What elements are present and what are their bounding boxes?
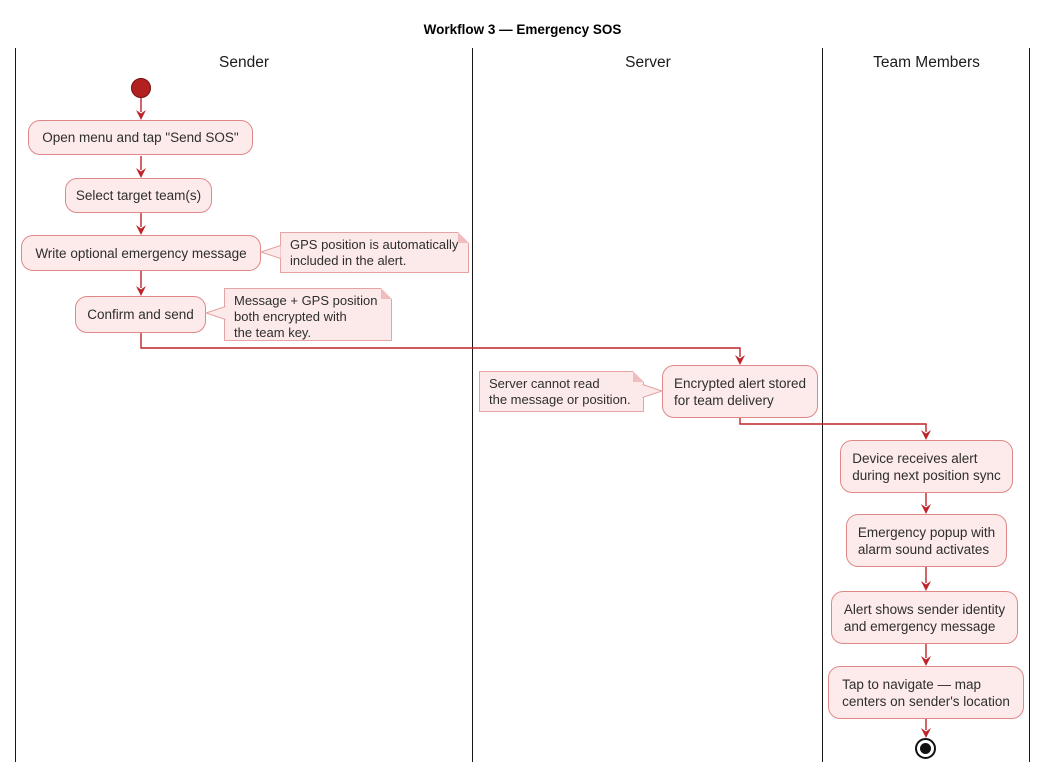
note-fold-icon	[458, 232, 469, 243]
lane-divider	[15, 48, 16, 762]
activity-confirm-send: Confirm and send	[75, 296, 206, 333]
note-line: Server cannot read	[489, 376, 600, 391]
activity-label: alarm sound activates	[857, 541, 990, 557]
activity-select-team: Select target team(s)	[65, 178, 212, 213]
note-encrypted-key: Message + GPS position both encrypted wi…	[224, 288, 392, 341]
activity-emergency-popup: Emergency popup with alarm sound activat…	[846, 514, 1007, 567]
end-node-inner-dot	[920, 743, 931, 754]
activity-label: for team delivery	[673, 392, 774, 408]
note-line: the message or position.	[489, 392, 631, 407]
activity-label: during next position sync	[852, 467, 1001, 483]
activity-label: Alert shows sender identity	[843, 601, 1006, 617]
activity-label: Encrypted alert stored	[673, 375, 807, 391]
lane-header-team-members: Team Members	[873, 54, 980, 71]
lane-header-sender: Sender	[219, 54, 269, 71]
activity-open-menu: Open menu and tap "Send SOS"	[28, 120, 253, 155]
activity-label: Open menu and tap "Send SOS"	[42, 130, 239, 145]
note-pointer	[260, 245, 281, 259]
note-line: both encrypted with	[234, 309, 347, 324]
activity-write-message: Write optional emergency message	[21, 235, 261, 271]
activity-label: Confirm and send	[87, 307, 194, 322]
activity-alert-shows: Alert shows sender identity and emergenc…	[831, 591, 1018, 644]
note-server-blind: Server cannot read the message or positi…	[479, 371, 644, 412]
note-fold-icon	[633, 371, 644, 382]
note-pointer	[642, 384, 663, 398]
start-node	[131, 78, 151, 98]
activity-label: centers on sender's location	[842, 693, 1010, 709]
note-fold-icon	[381, 288, 392, 299]
activity-encrypted-stored: Encrypted alert stored for team delivery	[662, 365, 818, 418]
edge-encrypted-stored-to-device-receives	[739, 418, 931, 440]
note-pointer	[205, 306, 226, 320]
lane-header-server: Server	[625, 54, 671, 71]
note-gps-auto: GPS position is automatically included i…	[280, 232, 469, 273]
activity-label: Device receives alert	[852, 450, 978, 466]
note-line: GPS position is automatically	[290, 237, 459, 252]
lane-divider	[822, 48, 823, 762]
end-node	[915, 738, 936, 759]
lane-divider	[1029, 48, 1030, 762]
activity-label: Emergency popup with	[857, 524, 996, 540]
activity-device-receives: Device receives alert during next positi…	[840, 440, 1013, 493]
activity-tap-navigate: Tap to navigate — map centers on sender'…	[828, 666, 1024, 719]
diagram-title: Workflow 3 — Emergency SOS	[423, 22, 622, 37]
activity-label: Select target team(s)	[75, 188, 202, 203]
note-line: included in the alert.	[290, 253, 407, 268]
note-line: the team key.	[234, 325, 312, 340]
note-line: Message + GPS position	[234, 293, 378, 308]
activity-label: and emergency message	[843, 618, 996, 634]
activity-label: Write optional emergency message	[35, 245, 247, 261]
activity-label: Tap to navigate — map	[842, 676, 981, 692]
lane-divider	[472, 48, 473, 762]
